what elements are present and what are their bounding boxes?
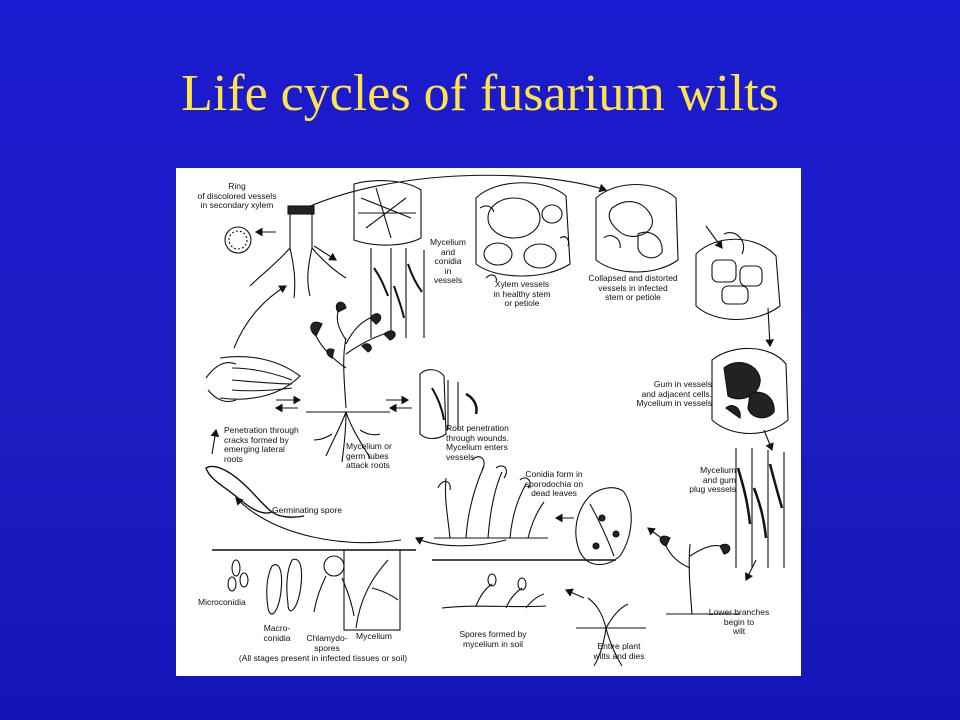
label-chlamydospores: Chlamydo- spores [306,633,348,653]
cycle-arrow-right-1 [705,225,723,249]
healthy-xylem [475,182,571,283]
cycle-arrow-left-1 [235,497,402,544]
cycle-arrow-right-4 [745,559,757,581]
label-entire-plant: Entire plant wilts and dies [593,641,645,661]
cycle-arrow-mid-2 [313,245,337,261]
plugged-vessels [735,448,785,568]
label-macroconidia: Macro- conidia [263,623,291,643]
plant-center [306,301,396,463]
cycle-arrow-right-2 [765,307,775,348]
root-wound-section [419,369,478,440]
label-gum: Gum in vessels and adjacent cells. Mycel… [636,379,712,408]
dead-plant-drawing [576,597,646,667]
germinating-spore [205,465,305,518]
wilting-plant-drawing [659,535,740,615]
label-collapsed: Collapsed and distorted vessels in infec… [588,273,678,302]
chlamydospores-drawing [313,555,355,617]
label-ring: Ring of discolored vessels in secondary … [197,181,277,210]
cycle-arrow-right-3 [763,429,774,452]
gum-vessels [711,347,789,435]
vessel-cells [695,232,781,321]
sporodochia-drawing [434,456,548,539]
label-germinating-spore: Germinating spore [272,505,342,515]
life-cycle-diagram: Ring of discolored vessels in secondary … [176,168,801,676]
label-microconidia: Microconidia [198,597,246,607]
label-mycelium-conidia: Mycelium and conidia in vessels [430,237,466,285]
label-root-penetration: Root penetration through wounds. Myceliu… [446,423,509,462]
label-spores-soil: Spores formed by mycelium in soil [459,629,527,649]
dead-leaf-drawing [575,487,632,566]
label-conidia-sporodochia: Conidia form in sporodochia on dead leav… [524,469,584,498]
macroconidia-drawing [266,558,303,615]
label-mycelium-germ: Mycelium or germ tubes attack roots [346,441,392,470]
collapsed-vessels [595,183,679,273]
label-penetration-cracks: Penetration through cracks formed by eme… [224,425,299,464]
label-mycelium-gum-plug: Mycelium and gum plug vessels [689,465,736,494]
diagram-drawing [205,174,789,667]
cycle-arrow-bottom-2 [564,588,585,599]
label-mycelium: Mycelium [356,631,392,641]
mycelium-sketch [353,180,422,246]
cycle-arrow-bottom-4 [415,537,507,547]
ring-vessels [224,226,252,254]
mycelium-box [343,549,401,631]
label-all-stages: (All stages present in infected tissues … [238,653,408,663]
cycle-arrow-left-3 [233,285,287,349]
cycle-arrow-top [305,174,608,209]
slide-title: Life cycles of fusarium wilts [181,65,779,122]
soil-spores-drawing [441,573,547,609]
stem-section [249,210,347,299]
microconidia-drawing [227,559,249,592]
cycle-arrow-left-2 [210,428,220,455]
label-lower-branches: Lower branches begin to wilt [708,607,770,636]
root-cracks [205,356,301,403]
label-xylem-healthy: Xylem vessels in healthy stem or petiole [493,279,551,308]
